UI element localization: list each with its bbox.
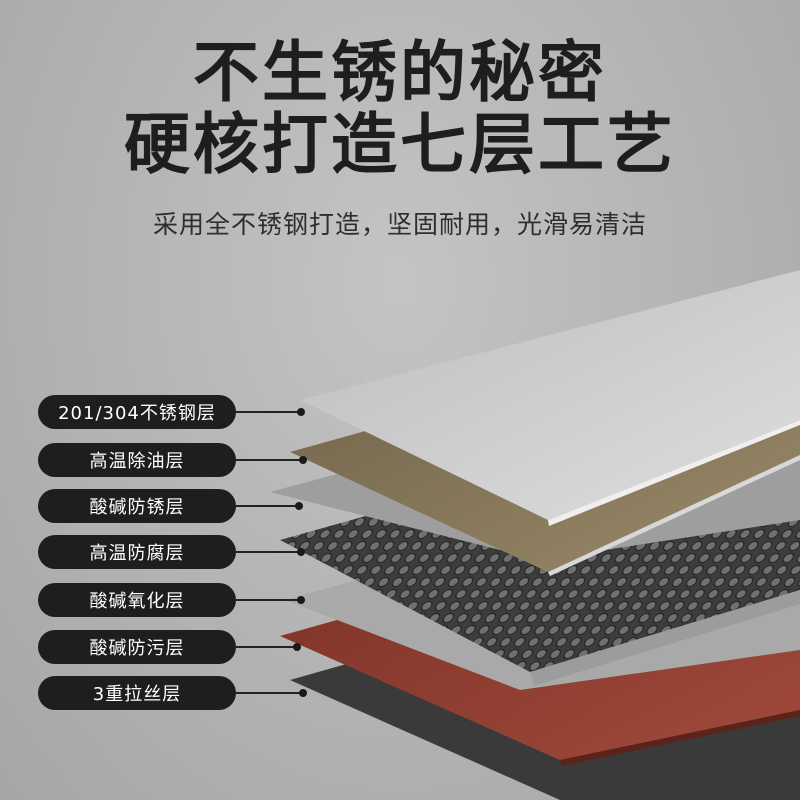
layer-label-antirust: 酸碱防锈层 [38,489,236,523]
leader-dot [299,689,307,697]
leader-dot [293,643,301,651]
subtitle: 采用全不锈钢打造，坚固耐用，光滑易清洁 [152,210,647,239]
headline-line-2: 硬核打造七层工艺 [124,106,676,183]
leader-dot [299,456,307,464]
layer-label-antifouling: 酸碱防污层 [38,630,236,664]
layer-label-degrease: 高温除油层 [38,443,236,477]
layer-label-anticorrosion: 高温防腐层 [38,535,236,569]
leader-line [236,411,300,413]
leader-dot [297,596,305,604]
layer-1-shape [300,270,800,520]
leader-line [236,459,302,461]
leader-line [236,646,296,648]
leader-line [236,599,300,601]
layer-label-oxidation: 酸碱氧化层 [38,583,236,617]
leader-line [236,551,300,553]
leader-dot [297,548,305,556]
headline-line-1: 不生锈的秘密 [193,34,607,111]
leader-line [236,692,302,694]
leader-dot [295,502,303,510]
leader-line [236,505,298,507]
layer-label-brushed: 3重拉丝层 [38,676,236,710]
layer-label-stainless: 201/304不锈钢层 [38,395,236,429]
leader-dot [297,408,305,416]
